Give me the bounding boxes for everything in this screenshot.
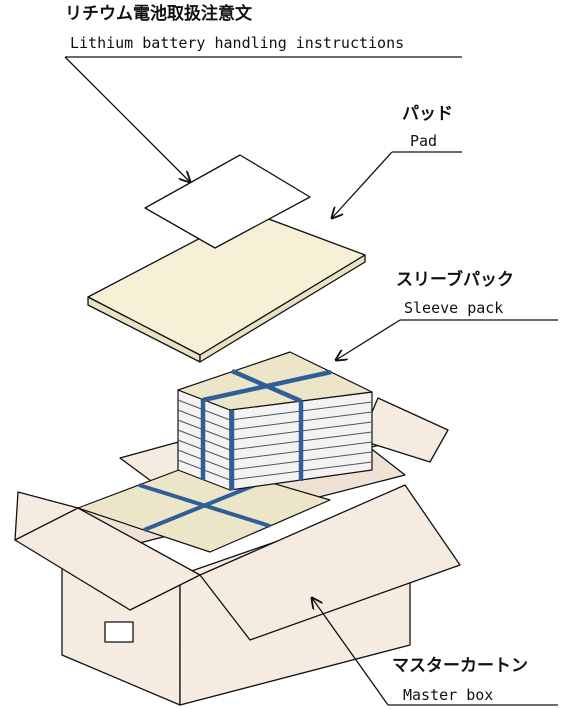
sleeve-pack-stack [177,351,373,491]
pad [87,211,366,363]
instruction-sheet [144,154,311,249]
box-label-en: Master box [403,686,494,704]
pad-label-en: Pad [410,132,438,150]
pad-leader [332,151,393,218]
instructions-label-en: Lithium battery handling instructions [70,34,405,52]
sleeve-label-en: Sleeve pack [404,299,504,317]
sleeve-leader [336,319,401,360]
box-label-jp: マスターカートン [392,656,528,676]
pad-label-jp: パッド [402,104,453,124]
box-leader [312,598,389,706]
instructions-label-jp: リチウム電池取扱注意文 [65,4,252,24]
box-front-right-flap [199,484,461,641]
box-label-window [104,621,134,643]
sleeve-label-jp: スリーブパック [396,270,514,290]
instructions-leader [64,56,190,182]
